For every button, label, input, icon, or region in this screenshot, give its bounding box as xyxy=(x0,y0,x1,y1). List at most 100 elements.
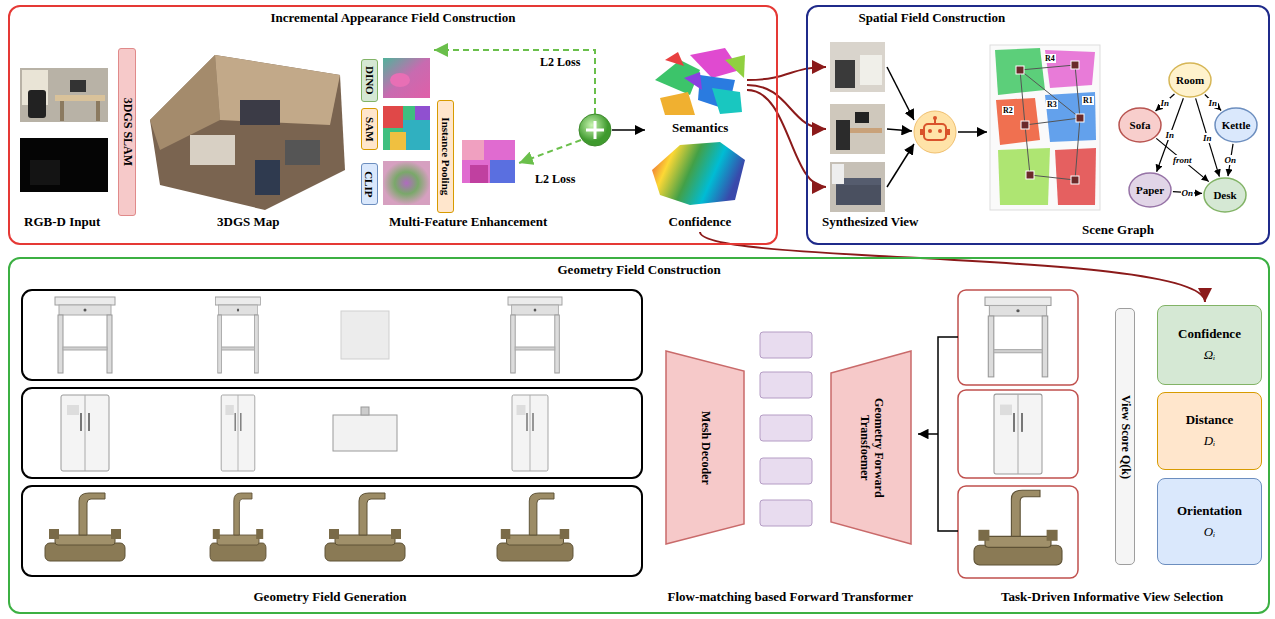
latent-tokens xyxy=(760,332,812,358)
score-bar: View Score Q(k) xyxy=(1115,308,1135,565)
gaussian-map xyxy=(240,100,280,125)
sum-symbol xyxy=(579,114,645,146)
node-label: Orientation xyxy=(1177,504,1242,519)
depth-image xyxy=(20,138,108,192)
synthesized-views xyxy=(860,55,882,85)
rgb-photo xyxy=(20,68,108,122)
edge-label: On xyxy=(1181,188,1195,198)
caption-label: Synthesized View xyxy=(822,215,918,230)
feature-maps xyxy=(390,73,410,87)
module-bar: 3DGS SLAM xyxy=(118,48,136,216)
semantic-cloud xyxy=(684,72,702,90)
loss-arrows xyxy=(434,50,595,163)
semantic-map xyxy=(1021,121,1029,129)
node-symbol: Dᵢ xyxy=(1204,434,1215,449)
generated-objects xyxy=(45,297,573,561)
feature-maps xyxy=(415,106,430,120)
generated-objects xyxy=(61,395,109,471)
rgb-photo xyxy=(20,68,108,122)
edge-label: On xyxy=(1224,155,1238,165)
robot-icon xyxy=(920,129,923,135)
latent-tokens xyxy=(760,372,812,398)
caption-label: Scene Graph xyxy=(1082,223,1154,238)
encoder-tag: DINO xyxy=(361,59,378,102)
generated-objects xyxy=(325,493,405,561)
graph-node: Desk xyxy=(1203,177,1247,213)
robot-icon xyxy=(914,111,956,153)
node-label: Sofa xyxy=(1130,119,1151,132)
graph-node: Sofa xyxy=(1118,107,1162,143)
rgb-photo xyxy=(55,95,105,101)
node-ellipse xyxy=(1119,108,1161,142)
loss-arrows xyxy=(434,50,595,114)
robot-icon xyxy=(924,124,946,140)
node-ellipse xyxy=(1215,108,1257,142)
region-tag: R4 xyxy=(1044,54,1056,63)
generated-objects xyxy=(341,311,389,359)
robot-arrows xyxy=(887,67,987,187)
node-label: Instance Pooling xyxy=(439,118,452,196)
region-tag: R3 xyxy=(1046,100,1058,109)
panel-title: Geometry Field Construction xyxy=(558,263,721,278)
node-label: Geometry Forward Transfoemer xyxy=(857,378,885,518)
caption-label: RGB-D Input xyxy=(24,215,100,230)
latent-tokens xyxy=(760,415,812,441)
node-label: CLIP xyxy=(363,171,376,197)
semantic-map xyxy=(1045,50,1095,88)
synthesized-views xyxy=(830,162,885,212)
region-tag: R1 xyxy=(1082,96,1094,105)
object-gallery xyxy=(22,290,642,380)
semantic-cloud xyxy=(660,92,695,115)
node-label: Paper xyxy=(1136,184,1164,197)
module-bar: Instance Pooling xyxy=(437,100,454,213)
criterion-box: ConfidenceΩᵢ xyxy=(1157,305,1262,385)
semantic-cloud xyxy=(665,52,684,66)
semantic-map xyxy=(1071,61,1079,69)
node-label: DINO xyxy=(363,66,376,95)
gaussian-map xyxy=(215,55,340,125)
panel-title: Spatial Field Construction xyxy=(859,11,1006,26)
synthesized-views xyxy=(836,120,850,150)
robot-icon xyxy=(938,129,942,133)
graph-node: Kettle xyxy=(1214,107,1258,143)
semantic-map xyxy=(1076,114,1084,122)
node-label: 3DGS SLAM xyxy=(120,98,134,166)
generated-objects xyxy=(512,395,548,471)
edge-label: In xyxy=(1160,98,1171,108)
node-ellipse xyxy=(1204,178,1246,212)
synthesized-views xyxy=(832,164,844,184)
selected-views xyxy=(974,490,1062,565)
view-bracket xyxy=(938,337,958,531)
caption-label: Flow-matching based Forward Transformer xyxy=(668,590,913,605)
caption-label: L2 Loss xyxy=(535,173,575,187)
sum-symbol xyxy=(594,121,597,139)
node-label: SAM xyxy=(363,117,376,141)
object-gallery xyxy=(22,388,642,478)
gaussian-map xyxy=(150,55,345,210)
node-trapezoid xyxy=(666,351,744,544)
encoder-tag: CLIP xyxy=(361,163,378,205)
pooled-map xyxy=(490,160,515,183)
node-label: Kettle xyxy=(1222,119,1251,132)
sum-symbol xyxy=(579,114,611,146)
region-tag: R2 xyxy=(1002,106,1014,115)
generated-objects xyxy=(221,395,255,471)
feature-maps xyxy=(383,106,403,128)
synthesized-views xyxy=(830,42,885,212)
rgb-photo xyxy=(70,80,86,92)
synthesized-views xyxy=(836,185,881,205)
stage-panel: Spatial Field ConstructionRoomSofa Kettle… xyxy=(806,5,1270,245)
graph-node: Paper xyxy=(1128,172,1172,208)
semantic-map xyxy=(1045,92,1096,142)
synthesized-views xyxy=(830,104,885,154)
decoder-block: Mesh Decoder xyxy=(665,350,745,545)
semantic-map xyxy=(995,48,1045,95)
object-gallery xyxy=(22,486,642,576)
view-arrows xyxy=(700,232,1205,302)
node-label: Room xyxy=(1176,74,1204,87)
caption-label: Multi-Feature Enhancement xyxy=(389,215,547,230)
